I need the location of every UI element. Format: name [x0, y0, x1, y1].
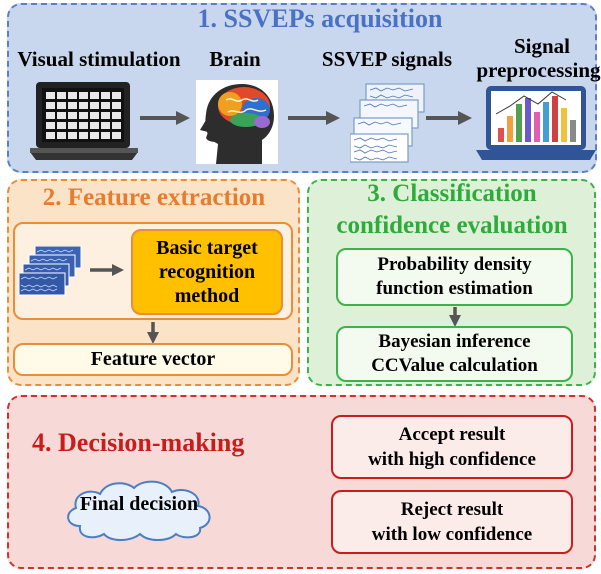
step-label-visual: Visual stimulation — [17, 47, 181, 71]
panel3-title-line1: 3. Classification — [367, 180, 537, 207]
arrow-eeg-to-method — [90, 264, 124, 276]
arrow-signals-to-preproc — [426, 111, 472, 125]
panel1-title: 1. SSVEPs acquisition — [197, 4, 443, 33]
accept-line1: Accept result — [398, 424, 506, 445]
signal-sheets-icon — [350, 83, 425, 163]
step-label-brain: Brain — [209, 47, 261, 71]
reject-line1: Reject result — [400, 499, 504, 520]
laptop-bar-chart-icon — [476, 86, 596, 160]
final-decision-label: Final decision — [79, 493, 199, 515]
pdf-estimation-box: Probability density function estimation — [336, 248, 573, 306]
bayes-line2: CCValue calculation — [371, 355, 538, 376]
bayesian-inference-box: Bayesian inference CCValue calculation — [336, 326, 573, 382]
basic-target-recognition-box: Basic target recognition method — [131, 229, 283, 315]
bayes-line1: Bayesian inference — [378, 331, 531, 352]
method-line3: method — [174, 285, 240, 307]
pdf-line1: Probability density — [377, 254, 532, 275]
cloud-shape-icon — [67, 480, 211, 541]
feature-vector-label: Feature vector — [90, 348, 216, 370]
accept-line2: with high confidence — [368, 449, 536, 470]
accept-result-box: Accept result with high confidence — [331, 415, 573, 479]
monitor-grid-icon — [30, 82, 138, 160]
panel4-title: 4. Decision-making — [32, 428, 245, 457]
brain-head-icon — [196, 80, 278, 164]
method-line1: Basic target — [156, 237, 258, 259]
panel3-title-line2: confidence evaluation — [336, 212, 568, 239]
step-label-preproc-line1: Signal — [513, 34, 571, 58]
arrow-visual-to-brain — [140, 111, 190, 125]
step-label-signals: SSVEP signals — [321, 47, 453, 71]
arrow-frame-to-feature-vector — [147, 322, 159, 344]
pdf-line2: function estimation — [376, 278, 533, 299]
eeg-stack-icon — [19, 246, 82, 296]
panel2-title: 2. Feature extraction — [42, 184, 266, 211]
reject-line2: with low confidence — [371, 524, 533, 545]
method-line2: recognition — [158, 261, 256, 283]
arrow-brain-to-signals — [288, 111, 340, 125]
reject-result-box: Reject result with low confidence — [331, 490, 573, 554]
arrow-pdf-to-bayes — [449, 307, 461, 327]
feature-vector-box: Feature vector — [13, 343, 293, 376]
step-label-preproc-line2: preprocessing — [476, 58, 601, 82]
